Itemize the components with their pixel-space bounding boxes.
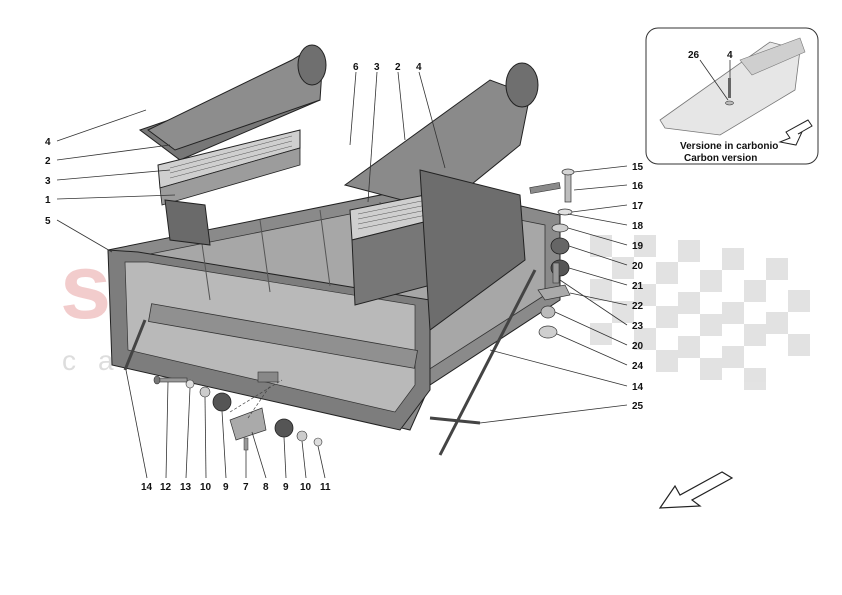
checkered-flag-watermark: [590, 235, 810, 390]
callout-9: 9: [223, 482, 229, 493]
support-rods: [123, 269, 537, 456]
callout-20: 20: [632, 261, 644, 272]
carbon-version-inset: 26 4 Versione in carbonio Carbon version: [645, 27, 819, 165]
callout-11: 11: [320, 482, 331, 493]
callout-3: 3: [45, 176, 51, 187]
callout-15: 15: [632, 162, 644, 173]
callouts-top: 6 3 2 4: [353, 62, 422, 73]
inset-caption-it: Versione in carbonio: [680, 141, 778, 152]
callout-10b: 10: [300, 482, 312, 493]
callout-5: 5: [45, 216, 51, 227]
callout-24: 24: [632, 361, 644, 372]
callout-14-right: 14: [632, 382, 644, 393]
mounting-parts-bottom: [153, 371, 323, 451]
inset-label-4: 4: [727, 50, 733, 61]
callout-17: 17: [632, 201, 644, 212]
callout-22: 22: [632, 301, 644, 312]
right-intake: [343, 62, 539, 331]
callout-10: 10: [200, 482, 212, 493]
callout-23: 23: [632, 321, 644, 332]
inset-label-26: 26: [688, 50, 700, 61]
callouts-left: 4 2 3 1 5: [45, 137, 51, 227]
callout-3-top: 3: [374, 62, 380, 73]
inset-caption-en: Carbon version: [684, 153, 757, 164]
inset-arrow-icon: [778, 119, 813, 146]
callouts-right: 15 16 17 18 19 20 21 22 23 20 24 14 25: [632, 162, 644, 412]
callout-2: 2: [45, 156, 51, 167]
callout-19: 19: [632, 241, 644, 252]
callout-9b: 9: [283, 482, 289, 493]
leader-lines: [56, 71, 628, 479]
callout-20b: 20: [632, 341, 644, 352]
callout-4: 4: [45, 137, 51, 148]
callout-7: 7: [243, 482, 249, 493]
callout-25: 25: [632, 401, 644, 412]
callout-2-top: 2: [395, 62, 401, 73]
callout-6: 6: [353, 62, 359, 73]
callout-16: 16: [632, 181, 644, 192]
callout-18: 18: [632, 221, 644, 232]
direction-arrow-icon: [658, 471, 734, 509]
callout-13: 13: [180, 482, 192, 493]
mounting-parts-right: [529, 168, 575, 339]
callout-21: 21: [632, 281, 644, 292]
left-intake: [138, 44, 327, 246]
callout-4-top: 4: [416, 62, 422, 73]
callout-14-bottom: 14: [141, 482, 153, 493]
callout-1: 1: [45, 195, 51, 206]
callout-8: 8: [263, 482, 269, 493]
callout-12: 12: [160, 482, 172, 493]
callouts-bottom: 14 12 13 10 9 7 8 9 10 11: [141, 482, 331, 493]
